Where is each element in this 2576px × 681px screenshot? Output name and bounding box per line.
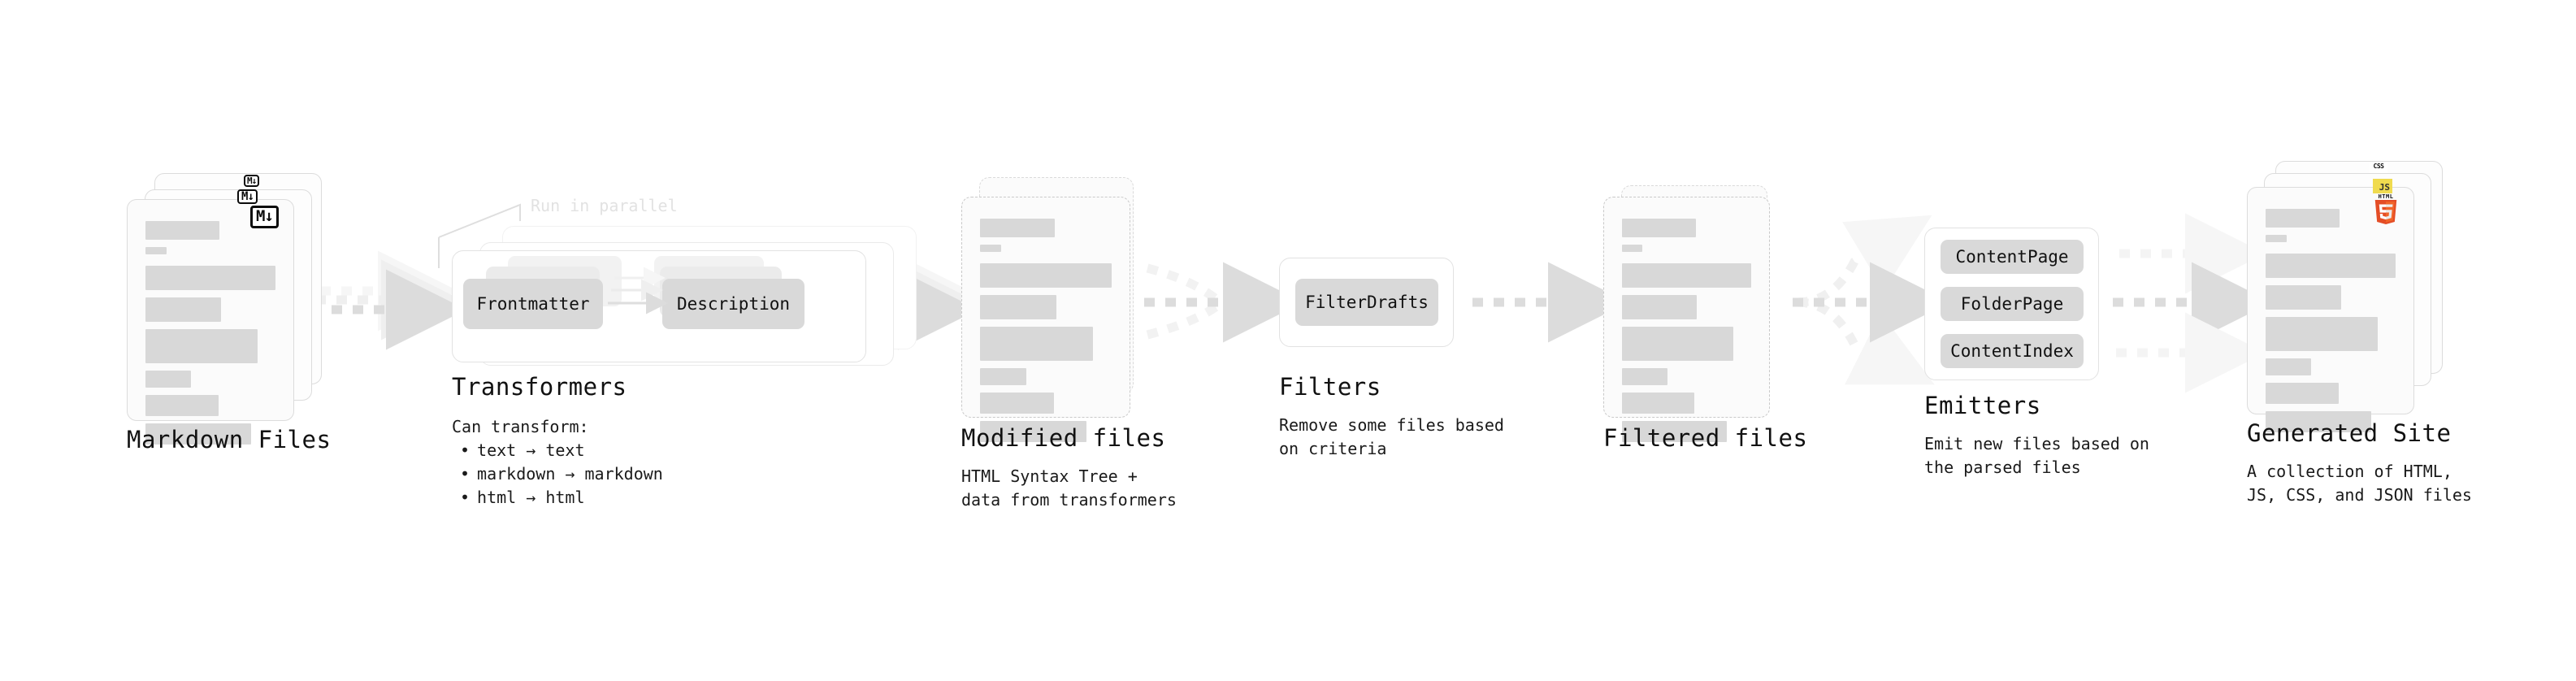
skeleton-bar xyxy=(1622,393,1695,414)
modified-card-skeleton xyxy=(980,219,1112,449)
skeleton-bar xyxy=(980,263,1112,288)
markdown-title: Markdown Files xyxy=(127,426,332,453)
skeleton-bar xyxy=(1622,368,1667,385)
skeleton-bar xyxy=(145,371,191,388)
run-in-parallel-annotation: Run in parallel xyxy=(531,196,678,215)
skeleton-bar xyxy=(980,421,1087,442)
skeleton-bar xyxy=(2266,383,2339,404)
skeleton-bar xyxy=(1622,245,1643,252)
filters-subtitle: Remove some files based on criteria xyxy=(1279,415,1504,459)
filtered-card-front xyxy=(1603,197,1770,442)
skeleton-bar xyxy=(2266,411,2371,432)
skeleton-bar xyxy=(1622,219,1696,237)
skeleton-bar xyxy=(1622,295,1698,319)
modified-label-block: Modified files HTML Syntax Tree + data f… xyxy=(961,424,1177,512)
filter-chip-label: FilterDrafts xyxy=(1305,293,1429,312)
arrow-modified-to-filters xyxy=(1144,262,1303,343)
markdown-badge-arrow: ↓ xyxy=(264,207,273,225)
skeleton-bar xyxy=(145,221,220,240)
filters-label-block: Filters Remove some files based on crite… xyxy=(1279,373,1504,461)
css3-badge: CSS xyxy=(2370,163,2387,173)
markdown-badge-arrow: ↓ xyxy=(247,190,254,203)
markdown-label-block: Markdown Files xyxy=(127,426,332,453)
transformers-bullet: html → html xyxy=(460,486,663,510)
skeleton-bar xyxy=(2266,285,2341,310)
markdown-card-front xyxy=(127,199,294,445)
markdown-badge-arrow: ↓ xyxy=(251,176,258,186)
skeleton-bar xyxy=(145,395,219,416)
filtered-card-skeleton xyxy=(1622,219,1751,449)
skeleton-bar xyxy=(980,368,1026,385)
skeleton-bar xyxy=(145,329,258,363)
modified-subtitle: HTML Syntax Tree + data from transformer… xyxy=(961,466,1177,510)
skeleton-bar xyxy=(980,327,1094,361)
markdown-badge-mid: M↓ xyxy=(237,189,258,204)
generated-subtitle: A collection of HTML, JS, CSS, and JSON … xyxy=(2247,462,2472,505)
skeleton-bar xyxy=(145,423,251,445)
transformer-chip-description[interactable]: Description xyxy=(662,279,804,329)
markdown-badge: M↓ xyxy=(250,206,279,228)
html5-badge-label: HTML xyxy=(2378,193,2394,200)
arrow-filtered-to-emitters xyxy=(1793,215,1950,385)
skeleton-bar xyxy=(145,247,167,254)
generated-label-block: Generated Site A collection of HTML, JS,… xyxy=(2247,419,2472,507)
transformers-bullet: text → text xyxy=(460,439,663,462)
transformer-chip-label: Frontmatter xyxy=(476,294,590,314)
arrow-markdown-to-transformers xyxy=(310,250,466,350)
emitters-title: Emitters xyxy=(1924,392,2041,419)
filters-title: Filters xyxy=(1279,373,1381,401)
skeleton-bar xyxy=(2266,254,2396,278)
transformer-chip-label: Description xyxy=(676,294,791,314)
javascript-badge-label: JS xyxy=(2379,182,2390,193)
filter-chip-filterdrafts[interactable]: FilterDrafts xyxy=(1295,279,1438,326)
skeleton-bar xyxy=(980,245,1001,252)
markdown-card-skeleton xyxy=(145,221,275,452)
css3-badge-label: CSS xyxy=(2373,162,2384,170)
markdown-badge-letter: M xyxy=(241,190,249,203)
filtered-title: Filtered files xyxy=(1603,424,1808,452)
transformer-chip-frontmatter[interactable]: Frontmatter xyxy=(463,279,603,329)
emitter-chip-folderpage[interactable]: FolderPage xyxy=(1941,287,2084,321)
emitter-chip-contentpage[interactable]: ContentPage xyxy=(1941,240,2084,274)
transformers-label-block: Transformers Can transform: text → text … xyxy=(452,373,663,510)
transformers-title: Transformers xyxy=(452,373,627,401)
emitter-chip-label: ContentIndex xyxy=(1950,341,2074,361)
generated-card-skeleton xyxy=(2266,209,2396,440)
transformers-bullet-list: text → text markdown → markdown html → h… xyxy=(452,439,663,510)
javascript-badge: JS xyxy=(2373,179,2392,193)
emitter-chip-label: FolderPage xyxy=(1960,294,2064,314)
modified-title: Modified files xyxy=(961,424,1166,452)
markdown-badge-letter: M xyxy=(247,176,253,186)
transformers-bullet: markdown → markdown xyxy=(460,462,663,486)
emitters-label-block: Emitters Emit new files based on the par… xyxy=(1924,392,2149,479)
skeleton-bar xyxy=(145,297,221,322)
arrow-emitters-to-generated xyxy=(2113,213,2272,393)
skeleton-bar xyxy=(2266,358,2311,375)
skeleton-bar xyxy=(1622,263,1751,288)
html5-shield-icon xyxy=(2374,199,2397,224)
generated-title: Generated Site xyxy=(2247,419,2452,447)
emitter-chip-label: ContentPage xyxy=(1955,247,2069,267)
skeleton-bar xyxy=(2266,235,2287,242)
markdown-badge-letter: M xyxy=(256,207,265,225)
skeleton-bar xyxy=(2266,209,2340,228)
skeleton-bar xyxy=(980,219,1056,237)
generated-card-front xyxy=(2247,187,2414,432)
emitter-chip-contentindex[interactable]: ContentIndex xyxy=(1941,334,2084,368)
skeleton-bar xyxy=(1622,327,1733,361)
markdown-badge-back: M↓ xyxy=(244,175,260,187)
skeleton-bar xyxy=(2266,317,2378,351)
filtered-label-block: Filtered files xyxy=(1603,424,1808,452)
skeleton-bar xyxy=(1622,421,1727,442)
skeleton-bar xyxy=(980,295,1056,319)
html5-badge: HTML xyxy=(2373,193,2399,224)
modified-card-front xyxy=(961,197,1130,442)
skeleton-bar xyxy=(145,266,275,290)
emitters-subtitle: Emit new files based on the parsed files xyxy=(1924,434,2149,478)
transformers-subhead: Can transform: xyxy=(452,417,589,437)
skeleton-bar xyxy=(980,393,1054,414)
